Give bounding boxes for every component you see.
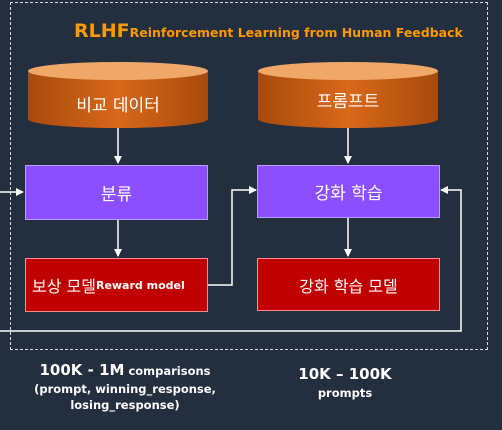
reward-model-label-ko: 보상 모델 [32, 277, 96, 296]
right-caption-count: 10K – 100K [298, 365, 392, 383]
feedback-loop [0, 186, 462, 332]
prompts-cylinder: 프롬프트 [257, 61, 439, 129]
rl-box: 강화 학습 [257, 165, 440, 218]
arrow-reward-to-rl [208, 186, 257, 286]
left-caption-unit: comparisons [124, 364, 211, 378]
compare-data-label: 비교 데이터 [76, 96, 160, 116]
right-caption: 10K – 100K prompts [260, 365, 430, 400]
rl-model-label: 강화 학습 모델 [299, 276, 398, 296]
title-sub: Reinforcement Learning from Human Feedba… [129, 25, 463, 40]
compare-data-cylinder: 비교 데이터 [27, 61, 209, 129]
right-caption-unit: prompts [317, 386, 373, 400]
reward-model-label-en: Reward model [95, 278, 185, 292]
diagram-title: RLHFReinforcement Learning from Human Fe… [74, 20, 463, 42]
title-main: RLHF [74, 20, 130, 42]
left-caption-line3: losing_response) [70, 398, 180, 412]
classify-label: 분류 [100, 185, 133, 205]
rl-model-box: 강화 학습 모델 [257, 258, 440, 311]
left-caption-count: 100K - 1M [39, 361, 125, 379]
classify-box: 분류 [25, 165, 208, 220]
prompts-label: 프롬프트 [316, 92, 380, 112]
left-caption: 100K - 1M comparisons (prompt, winning_r… [10, 360, 240, 412]
rlhf-frame [10, 2, 488, 350]
left-caption-line2: (prompt, winning_response, [34, 382, 216, 396]
rl-label: 강화 학습 [314, 184, 383, 204]
